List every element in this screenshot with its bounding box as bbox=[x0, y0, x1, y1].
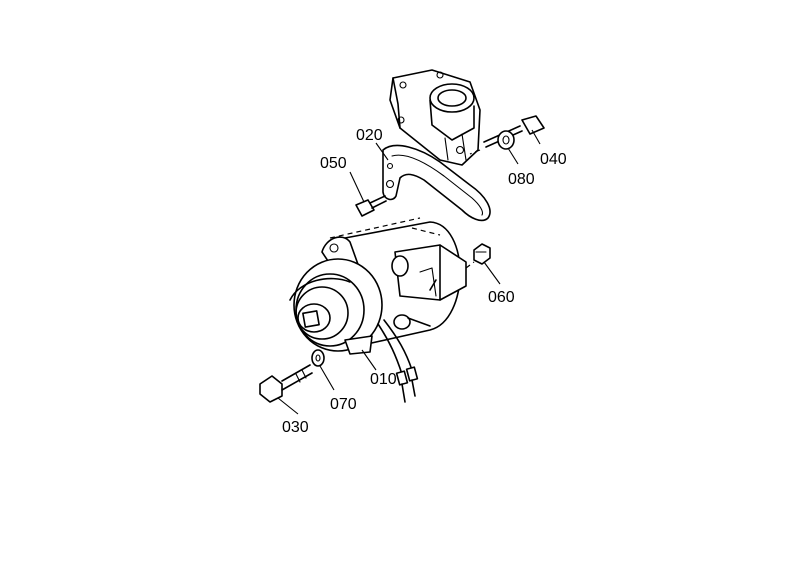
label-030: 030 bbox=[282, 419, 309, 436]
washer-070 bbox=[311, 349, 325, 367]
bolt-050 bbox=[355, 195, 387, 217]
leader-lines bbox=[277, 129, 541, 415]
label-080: 080 bbox=[508, 171, 535, 188]
label-050: 050 bbox=[320, 155, 347, 172]
label-010: 010 bbox=[370, 371, 397, 388]
alternator bbox=[289, 217, 467, 403]
mounting-flange bbox=[389, 69, 481, 166]
label-020: 020 bbox=[356, 127, 383, 144]
label-060: 060 bbox=[488, 289, 515, 306]
bolt-030 bbox=[259, 364, 313, 403]
label-070: 070 bbox=[330, 396, 357, 413]
nut-060 bbox=[473, 243, 491, 265]
bracket bbox=[382, 144, 491, 222]
label-040: 040 bbox=[540, 151, 567, 168]
washer-080 bbox=[497, 130, 515, 150]
